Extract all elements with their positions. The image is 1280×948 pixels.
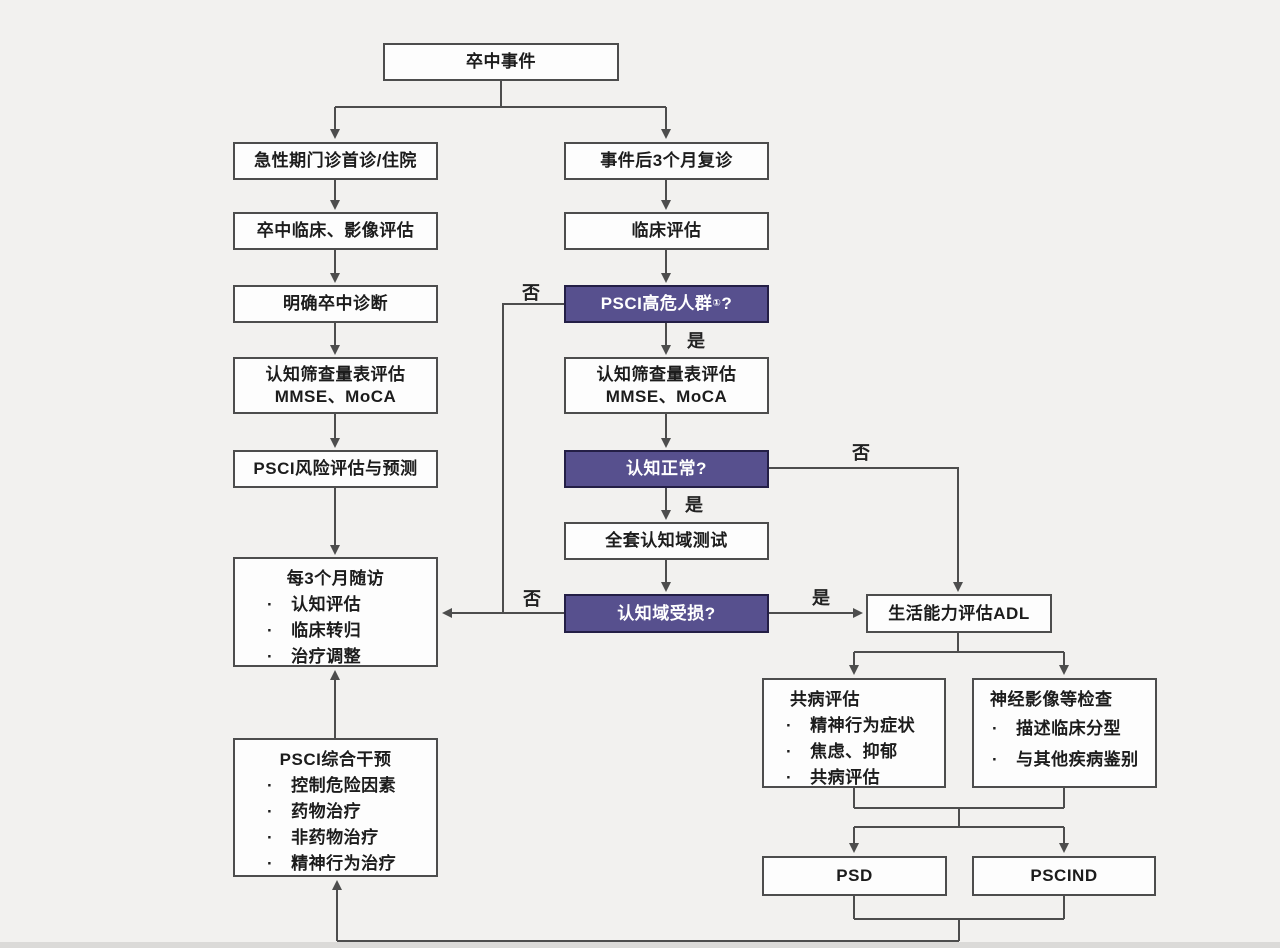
node-full-domain-test: 全套认知域测试 [564,522,769,560]
branch-label-no-high-risk: 否 [522,283,540,303]
node-follow-up: 每3个月随访 认知评估 临床转归 治疗调整 [233,557,438,667]
screening-line2: MMSE、MoCA [274,386,397,406]
node-stroke-assessment: 卒中临床、影像评估 [233,212,438,250]
screening-line2: MMSE、MoCA [605,386,728,406]
node-acute-visit: 急性期门诊首诊/住院 [233,142,438,180]
list-item: 临床转归 [235,618,436,644]
branch-label-yes-cognition-normal: 是 [685,495,703,515]
node-title: PSCI综合干预 [279,750,392,769]
node-stroke-event: 卒中事件 [383,43,619,81]
node-title: 神经影像等检查 [990,690,1113,709]
node-revisit: 事件后3个月复诊 [564,142,769,180]
node-cognition-normal-decision: 认知正常? [564,450,769,488]
node-intervention: PSCI综合干预 控制危险因素 药物治疗 非药物治疗 精神行为治疗 [233,738,438,877]
branch-label-no-domain-impaired: 否 [523,589,541,609]
list-item: 描述临床分型 [974,713,1155,744]
screening-line1: 认知筛查量表评估 [596,364,737,384]
node-psd: PSD [762,856,947,896]
list-item: 非药物治疗 [235,825,436,851]
node-risk-prediction: PSCI风险评估与预测 [233,450,438,488]
list-item: 精神行为症状 [764,713,944,739]
node-screening-left: 认知筛查量表评估 MMSE、MoCA [233,357,438,414]
high-risk-text: PSCI高危人群 [600,294,713,313]
node-clinical-eval: 临床评估 [564,212,769,250]
branch-label-yes-high-risk: 是 [687,331,705,351]
node-title: 共病评估 [790,690,860,709]
list-item: 治疗调整 [235,644,436,670]
branch-label-no-cognition-normal: 否 [852,443,870,463]
list-item: 精神行为治疗 [235,851,436,877]
list-item: 药物治疗 [235,799,436,825]
high-risk-question-mark: ? [721,294,733,313]
list-item: 认知评估 [235,592,436,618]
list-item: 共病评估 [764,765,944,791]
node-stroke-diagnosis: 明确卒中诊断 [233,285,438,323]
node-comorbidity: 共病评估 精神行为症状 焦虑、抑郁 共病评估 [762,678,946,788]
list-item: 焦虑、抑郁 [764,739,944,765]
branch-label-yes-domain-impaired: 是 [812,588,830,608]
bottom-edge-strip [0,942,1280,948]
screening-line1: 认知筛查量表评估 [265,364,406,384]
list-item: 控制危险因素 [235,773,436,799]
node-pscind: PSCIND [972,856,1156,896]
node-domain-impaired-decision: 认知域受损? [564,594,769,633]
node-screening-right: 认知筛查量表评估 MMSE、MoCA [564,357,769,414]
node-adl: 生活能力评估ADL [866,594,1052,633]
node-imaging: 神经影像等检查 描述临床分型 与其他疾病鉴别 [972,678,1157,788]
node-title: 每3个月随访 [286,569,385,588]
list-item: 与其他疾病鉴别 [974,744,1155,775]
